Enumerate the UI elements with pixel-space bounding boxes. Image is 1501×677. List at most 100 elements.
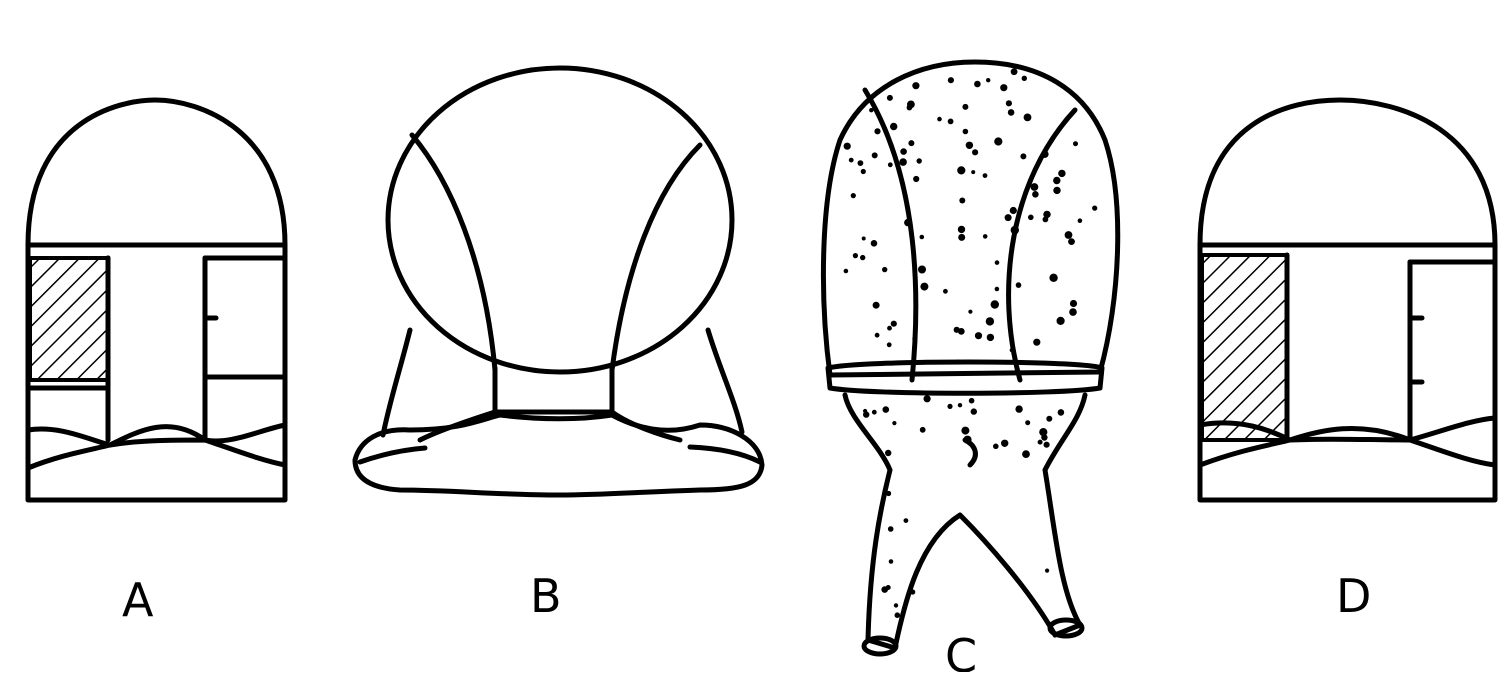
- panel-b-label: B: [530, 569, 562, 623]
- stipple-dot: [1092, 206, 1097, 211]
- stipple-dot: [968, 310, 972, 314]
- stipple-dot: [881, 586, 888, 593]
- stipple-dot: [875, 333, 880, 338]
- stipple-dot: [1068, 238, 1075, 245]
- stipple-dot: [1041, 434, 1047, 440]
- stipple-dot: [1043, 217, 1049, 223]
- stipple-dot: [1010, 348, 1014, 352]
- panel-c-label: C: [945, 629, 977, 672]
- stipple-dot: [956, 360, 960, 364]
- panel-c-dots: [844, 68, 1098, 618]
- stipple-dot: [858, 160, 864, 166]
- stipple-dot: [1011, 68, 1018, 75]
- stipple-dot: [1032, 191, 1039, 198]
- stipple-dot: [963, 436, 971, 444]
- stipple-dot: [971, 408, 977, 414]
- stipple-dot: [1000, 84, 1007, 91]
- stipple-dot: [891, 321, 897, 327]
- stipple-dot: [887, 95, 893, 101]
- stipple-dot: [1053, 177, 1060, 184]
- stipple-dot: [986, 78, 990, 82]
- stipple-dot: [853, 253, 858, 258]
- stipple-dot: [1001, 440, 1008, 447]
- stipple-dot: [873, 302, 880, 309]
- stipple-dot: [1025, 420, 1030, 425]
- stipple-dot: [863, 411, 869, 417]
- stipple-dot: [987, 334, 994, 341]
- stipple-dot: [844, 269, 849, 274]
- stipple-dot: [1020, 153, 1026, 159]
- stipple-dot: [874, 128, 880, 134]
- stipple-dot: [959, 198, 965, 204]
- stipple-dot: [1024, 114, 1032, 122]
- stipple-dot: [1078, 218, 1083, 223]
- stipple-dot: [887, 326, 892, 331]
- stipple-dot: [937, 117, 942, 122]
- stipple-dot: [862, 237, 866, 241]
- stipple-dot: [904, 219, 911, 226]
- stipple-dot: [899, 158, 907, 166]
- stipple-dot: [894, 603, 898, 607]
- stipple-dot: [860, 255, 865, 260]
- stipple-dot: [913, 176, 919, 182]
- panel-d-hatched-block: [1202, 255, 1287, 440]
- stipple-dot: [910, 589, 915, 594]
- stipple-dot: [1058, 170, 1065, 177]
- stipple-dot: [872, 152, 878, 158]
- stipple-dot: [890, 123, 897, 130]
- stipple-dot: [1065, 231, 1073, 239]
- stipple-dot: [954, 327, 960, 333]
- stipple-dot: [871, 240, 878, 247]
- stipple-dot: [886, 491, 891, 496]
- stipple-dot: [948, 77, 954, 83]
- stipple-dot: [961, 427, 969, 435]
- stipple-dot: [1057, 317, 1065, 325]
- stipple-dot: [920, 283, 928, 291]
- stipple-dot: [1022, 76, 1027, 81]
- stipple-dot: [869, 108, 873, 112]
- stipple-dot: [994, 137, 1002, 145]
- stipple-dot: [1049, 274, 1057, 282]
- stipple-dot: [995, 260, 1000, 265]
- stipple-dot: [963, 129, 969, 135]
- stipple-dot: [883, 406, 890, 413]
- stipple-dot: [1058, 409, 1065, 416]
- stipple-dot: [962, 104, 968, 110]
- stipple-dot: [907, 105, 913, 111]
- stipple-dot: [1070, 300, 1077, 307]
- stipple-dot: [966, 142, 973, 149]
- stipple-dot: [1011, 226, 1019, 234]
- stipple-dot: [1005, 214, 1012, 221]
- stipple-dot: [958, 234, 965, 241]
- stipple-dot: [983, 234, 988, 239]
- stipple-dot: [1015, 405, 1022, 412]
- stipple-dot: [885, 450, 891, 456]
- stipple-dot: [882, 267, 887, 272]
- panel-c-drawing: [823, 62, 1117, 654]
- stipple-dot: [924, 395, 931, 402]
- stipple-dot: [904, 518, 909, 523]
- stipple-dot: [908, 140, 914, 146]
- stipple-dot: [975, 332, 982, 339]
- panel-d-drawing: [1200, 100, 1495, 500]
- stipple-dot: [1010, 207, 1017, 214]
- panel-b-drawing: [355, 68, 762, 495]
- stipple-dot: [920, 427, 926, 433]
- panel-a-drawing: [28, 100, 285, 500]
- stipple-dot: [844, 143, 851, 150]
- stipple-dot: [947, 404, 952, 409]
- stipple-dot: [943, 289, 948, 294]
- panel-d-label: D: [1336, 569, 1371, 623]
- stipple-dot: [983, 173, 988, 178]
- stipple-dot: [912, 82, 919, 89]
- stipple-dot: [918, 266, 926, 274]
- stipple-dot: [1022, 450, 1030, 458]
- stipple-dot: [1044, 442, 1050, 448]
- stipple-dot: [986, 317, 994, 325]
- panel-a-label: A: [122, 573, 154, 627]
- stipple-dot: [969, 398, 975, 404]
- stipple-dot: [900, 148, 907, 155]
- stipple-dot: [1033, 339, 1040, 346]
